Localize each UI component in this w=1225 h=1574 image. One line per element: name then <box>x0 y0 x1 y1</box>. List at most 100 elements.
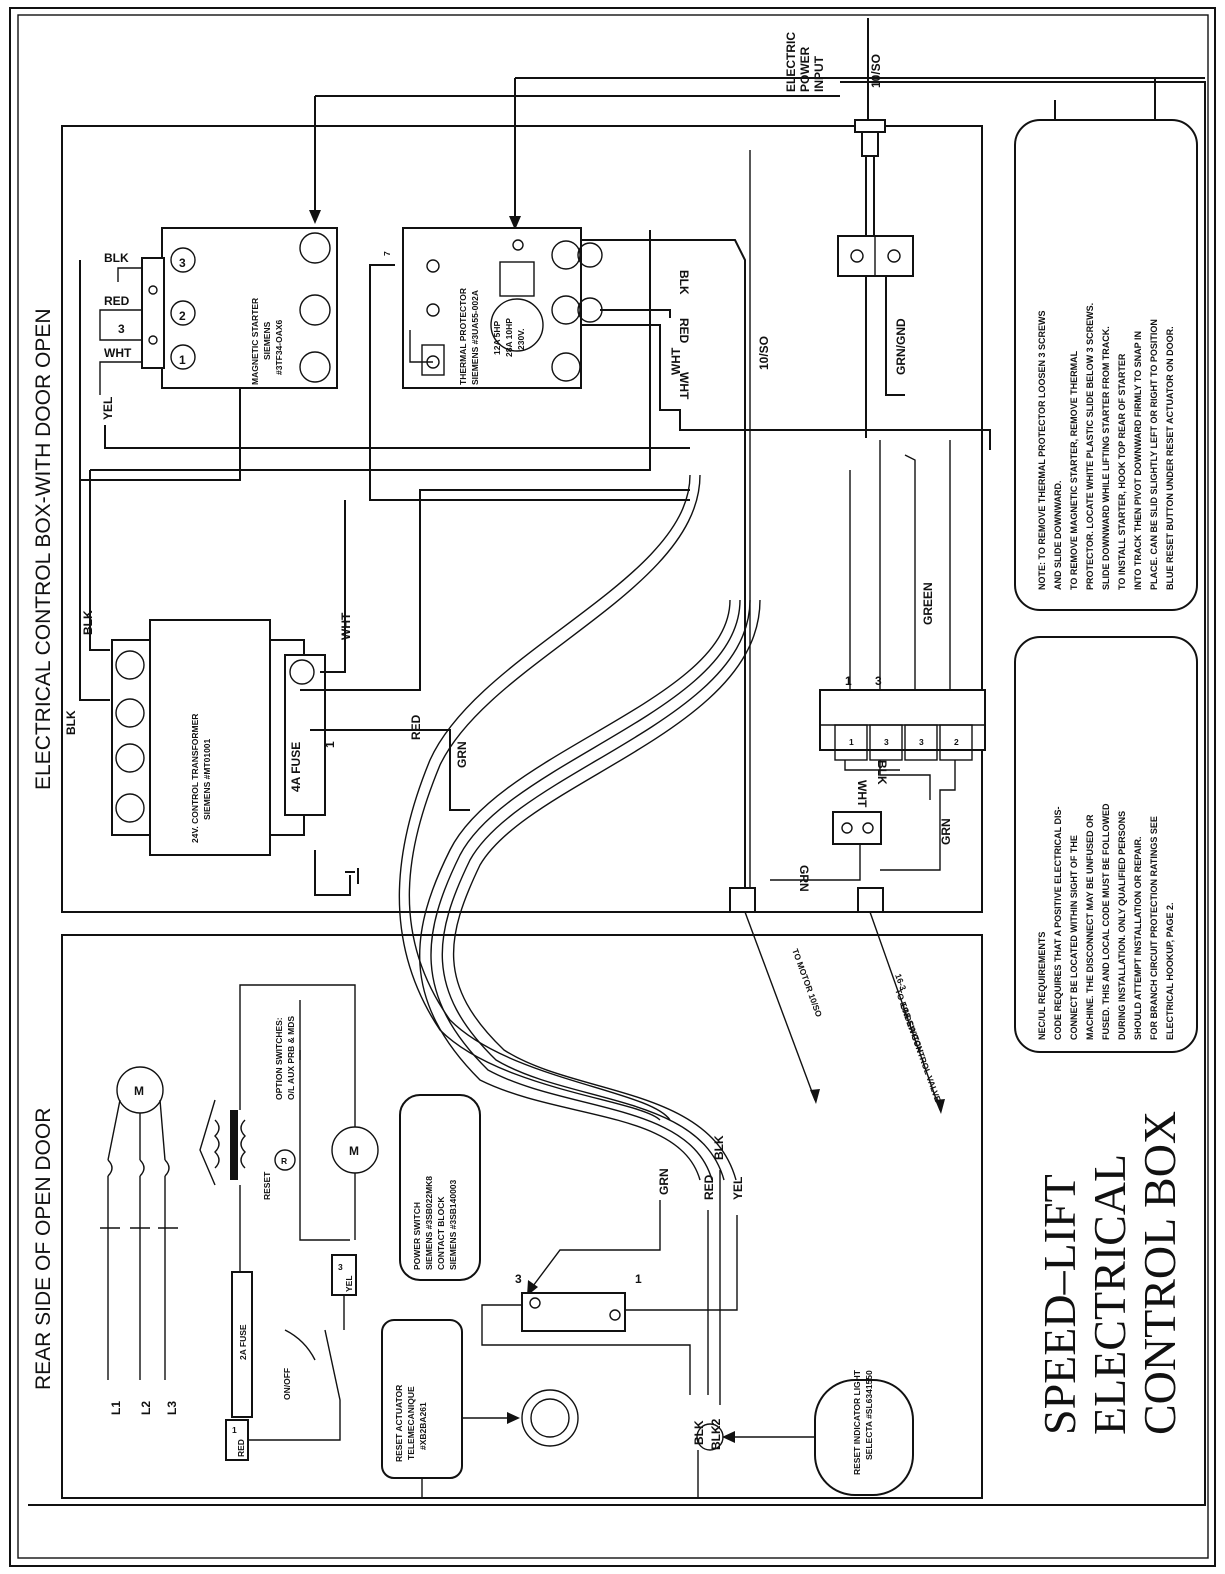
grn-gnd-label: GRN/GND <box>894 318 908 375</box>
removal-line-3: TO REMOVE MAGNETIC STARTER, REMOVE THERM… <box>1069 350 1079 590</box>
thermal-10so-label: 10/SO <box>757 336 771 370</box>
magnetic-starter: 1 2 3 MAGNETIC STARTER SIEMENS #3TF34-OA… <box>141 227 338 389</box>
2a-fuse-label: 2A FUSE <box>238 1324 248 1360</box>
thermal-aux-label: 7 <box>382 251 392 256</box>
removal-line-2: AND SLIDE DOWNWARD. <box>1053 481 1063 591</box>
outer-border <box>9 7 1216 1567</box>
removal-line-6: TO INSTALL STARTER, HOOK TOP REAR OF STA… <box>1117 353 1127 590</box>
line-l2: L2 <box>139 1401 153 1415</box>
thermal-rating-1: 12A 5HP <box>492 320 502 355</box>
power-switch-callout <box>399 1094 481 1281</box>
yel-terminal-label: YEL <box>344 1275 354 1292</box>
starter-blk-label: BLK <box>104 251 129 265</box>
transformer-red-label: RED <box>409 714 423 740</box>
starter-terminal-3: 3 <box>179 256 186 270</box>
removal-line-7: INTO TRACK THEN PIVOT DOWNWARD FIRMLY TO… <box>1133 331 1143 590</box>
removal-line-4: PROTECTOR. LOCATE WHITE PLASTIC SLIDE BE… <box>1085 303 1095 590</box>
starter-red-label: RED <box>104 294 130 308</box>
starter-label-3: #3TF34-OAX6 <box>274 319 284 375</box>
green-label: GREEN <box>921 582 935 625</box>
tb-2: 3 <box>884 737 889 747</box>
chassis-ground <box>314 850 351 896</box>
motor-symbol-label: M <box>134 1084 144 1098</box>
tb-grn-label: GRN <box>939 818 953 845</box>
nec-line-4: MACHINE. THE DISCONNECT MAY BE UNFUSED O… <box>1085 814 1095 1040</box>
tb-wire-3: 3 <box>875 674 882 688</box>
control-box-title: ELECTRICAL CONTROL BOX-WITH DOOR OPEN <box>32 309 55 791</box>
starter-terminal-1: 1 <box>179 353 186 367</box>
nec-line-8: FOR BRANCH CIRCUIT PROTECTION RATINGS SE… <box>1149 816 1159 1040</box>
4a-fuse-label: 4A FUSE <box>289 742 303 792</box>
tb-4: 2 <box>954 737 959 747</box>
transformer-label-1: 24V. CONTROL TRANSFORMER <box>190 714 200 843</box>
power-input-label-2: POWER <box>798 46 812 92</box>
door-schematic: M L1 L2 L3 RESET R OPTION SWITCHES: O/L … <box>100 984 379 1461</box>
door-blk2-lead: BLK2 <box>709 1418 723 1450</box>
contact-block-3: 3 <box>515 1272 522 1286</box>
contact-block-1: 1 <box>635 1272 642 1286</box>
starter-terminal-2: 2 <box>179 309 186 323</box>
red-terminal-label: RED <box>236 1439 246 1457</box>
thermal-label-2: SIEMENS #3UA55-002A <box>470 290 480 385</box>
thermal-rating-3: 230V. <box>516 329 526 350</box>
removal-note <box>1014 119 1198 611</box>
page-frame-line <box>28 81 1206 1506</box>
nec-line-6: DURING INSTALLATION. ONLY QUALIFIED PERS… <box>1117 811 1127 1040</box>
motor-grn-label: GRN <box>797 865 811 892</box>
nec-line-3: CONNECT BE LOCATED WITHIN SIGHT OF THE <box>1069 835 1079 1040</box>
wire-harness <box>398 474 761 1181</box>
nec-line-7: SHOULD ATTEMPT INSTALLATION OR REPAIR. <box>1133 837 1143 1041</box>
power-switch-label-4: SIEMENS #3SB140003 <box>448 1179 458 1270</box>
removal-line-8: PLACE. CAN BE SLID SLIGHTLY LEFT OR RIGH… <box>1149 319 1159 590</box>
tb-wire-1: 1 <box>845 674 852 688</box>
terminal-block: 1 3 3 2 <box>819 689 986 761</box>
door-motor-label: M <box>349 1144 359 1158</box>
thermal-wht-label-2: WHT <box>669 347 683 375</box>
4a-fuse <box>284 654 326 816</box>
yel-terminal <box>331 1254 357 1296</box>
reset-button <box>521 1389 579 1447</box>
removal-line-5: SLIDE DOWNWARD WHILE LIFTING STARTER FRO… <box>1101 326 1111 590</box>
power-switch-label-1: POWER SWITCH <box>412 1202 422 1270</box>
door-grn-label: GRN <box>657 1168 671 1195</box>
removal-line-9: BLUE RESET BUTTON UNDER RESET ACTUATOR O… <box>1165 326 1175 590</box>
thermal-wht-label: WHT <box>677 372 691 400</box>
transformer-wht-label: WHT <box>339 612 353 640</box>
thermal-red-label: RED <box>677 318 691 344</box>
thermal-label-1: THERMAL PROTECTOR <box>458 288 468 385</box>
reset-actuator-label-2: TELEMECANIQUE <box>406 1386 416 1460</box>
tb-3: 3 <box>919 737 924 747</box>
control-box-panel <box>61 125 983 913</box>
power-switch-label-2: SIEMENS #3SB022MK8 <box>424 1176 434 1270</box>
starter-yel-label: YEL <box>101 397 115 420</box>
main-title-line-3: CONTROL BOX <box>1134 1111 1185 1435</box>
tb-1: 1 <box>849 737 854 747</box>
power-switch-label-3: CONTACT BLOCK <box>436 1196 446 1270</box>
red-terminal-1: 1 <box>232 1425 237 1435</box>
reset-light-label-2: SELECTA #SL6341550 <box>864 1370 874 1460</box>
transformer-label-2: SIEMENS #MT01001 <box>202 738 212 820</box>
starter-label-1: MAGNETIC STARTER <box>250 298 260 385</box>
reset-label: RESET <box>262 1171 272 1200</box>
door-blk-label: BLK <box>712 1135 726 1160</box>
to-motor-label: TO MOTOR 10/SO <box>790 947 824 1018</box>
door-blk-lead: BLK <box>692 1420 706 1445</box>
nec-note <box>1014 636 1198 1053</box>
starter-3-label: 3 <box>118 322 125 336</box>
door-title: REAR SIDE OF OPEN DOOR <box>32 1108 55 1390</box>
reset-light-label-1: RESET INDICATOR LIGHT <box>852 1369 862 1475</box>
inner-border <box>17 14 1209 1559</box>
thermal-protector: THERMAL PROTECTOR SIEMENS #3UA55-002A 12… <box>402 227 603 389</box>
power-input-label-1: ELECTRIC <box>784 32 798 92</box>
cable-gland <box>854 119 886 133</box>
removal-line-1: NOTE: TO REMOVE THERMAL PROTECTOR LOOSEN… <box>1037 310 1047 590</box>
reset-actuator-label-1: RESET ACTUATOR <box>394 1385 404 1462</box>
control-transformer: 24V. CONTROL TRANSFORMER SIEMENS #MT0100… <box>111 619 326 856</box>
main-title: SPEED–LIFT ELECTRICAL CONTROL BOX <box>1034 1111 1185 1435</box>
transformer-grn-label: GRN <box>455 741 469 768</box>
nec-line-9: ELECTRICAL HOOKUP, PAGE 2. <box>1165 902 1175 1040</box>
reset-lamp-label: R <box>281 1156 287 1166</box>
reset-lamp <box>274 1149 296 1171</box>
